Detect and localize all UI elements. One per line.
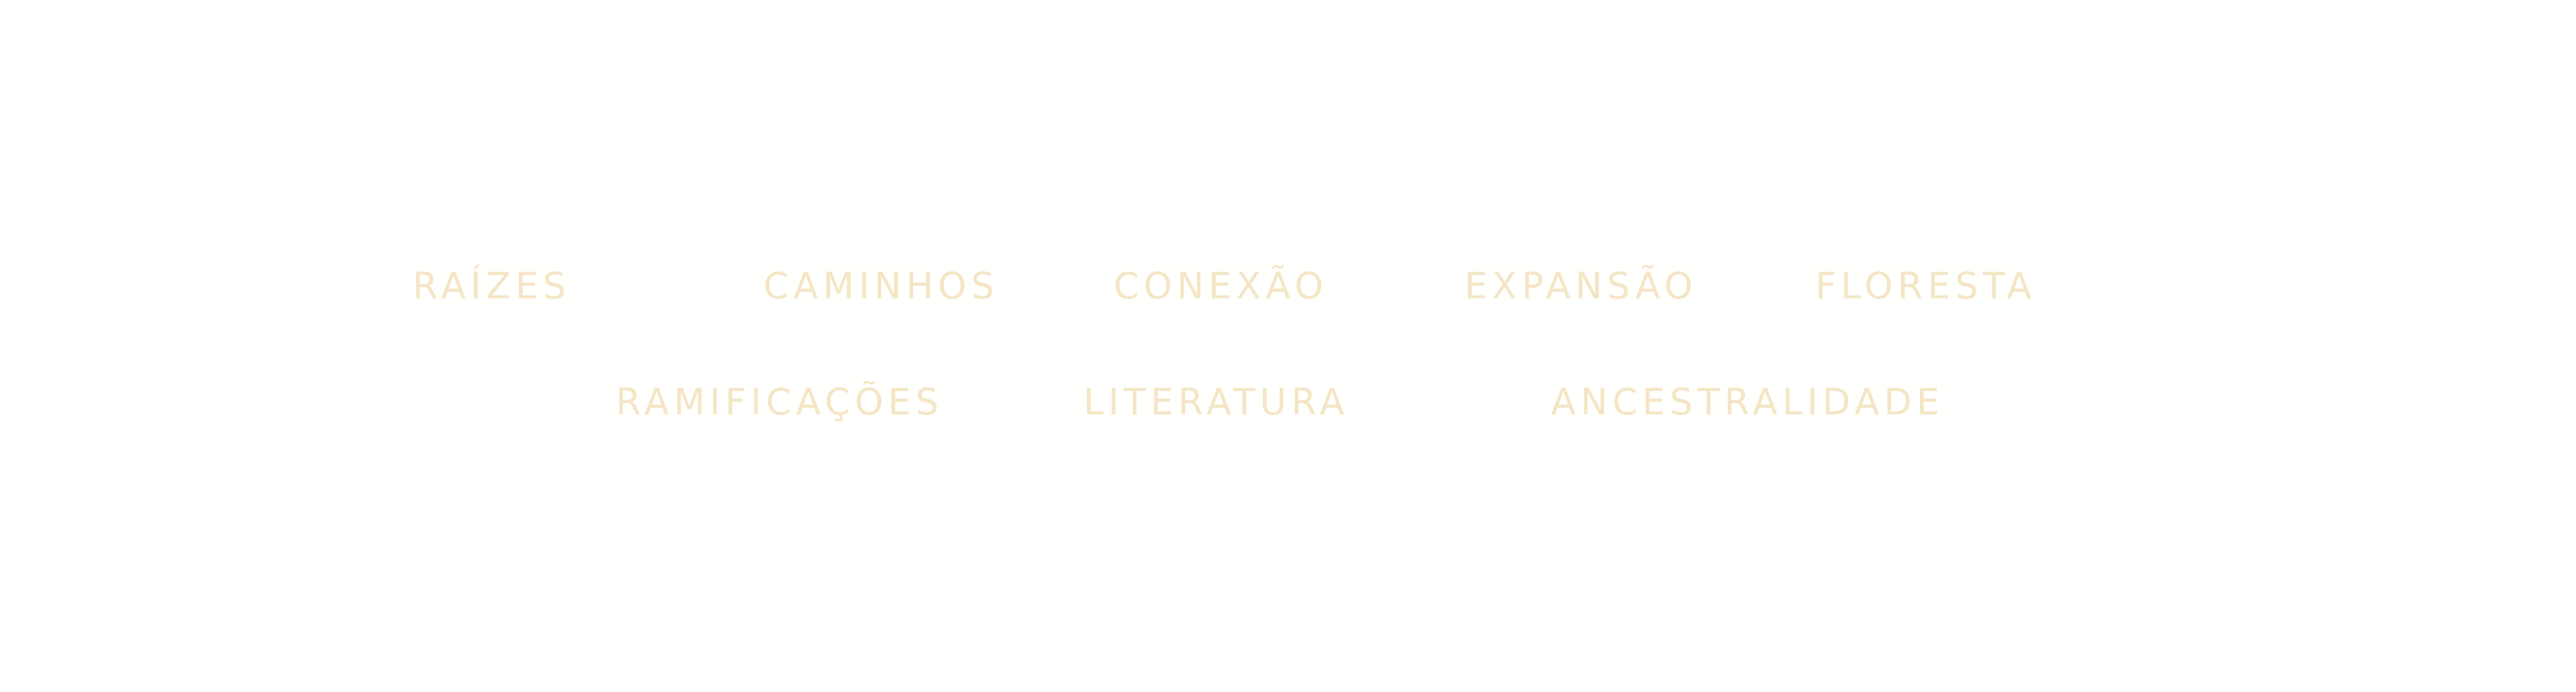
- word-expansao[interactable]: EXPANSÃO: [1464, 265, 1698, 307]
- word-caminhos[interactable]: CAMINHOS: [763, 265, 999, 307]
- word-floresta[interactable]: FLORESTA: [1815, 265, 2037, 307]
- word-ancestralidade[interactable]: ANCESTRALIDADE: [1551, 381, 1944, 423]
- word-raizes[interactable]: RAÍZES: [413, 265, 571, 307]
- word-literatura[interactable]: LITERATURA: [1083, 381, 1349, 423]
- word-conexao[interactable]: CONEXÃO: [1114, 265, 1328, 307]
- word-ramificacoes[interactable]: RAMIFICAÇÕES: [616, 381, 944, 423]
